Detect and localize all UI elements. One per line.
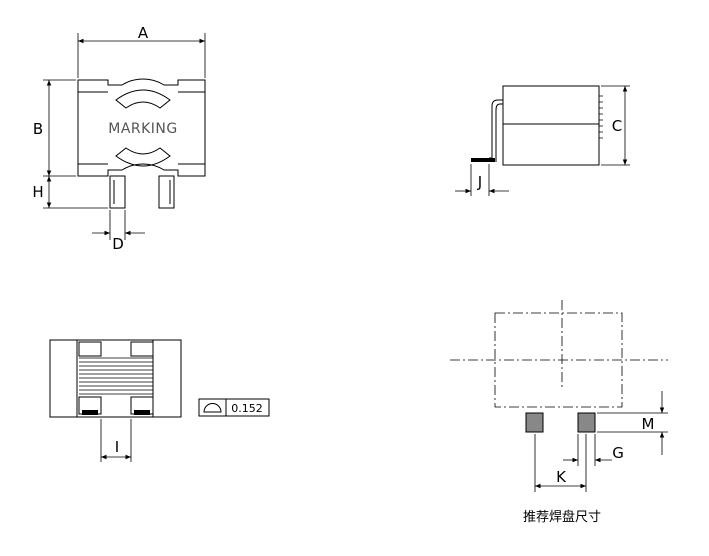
winding-stripes xyxy=(79,357,153,395)
front-view: 0.152 I xyxy=(49,339,270,462)
dim-b-extension xyxy=(43,79,76,177)
side-body xyxy=(502,85,600,166)
profile-of-surface-icon xyxy=(203,403,222,413)
label-c: C xyxy=(612,117,622,135)
lead-foot xyxy=(471,158,495,162)
front-body xyxy=(49,339,182,418)
tolerance-value: 0.152 xyxy=(231,402,263,415)
front-top-right-tab xyxy=(130,341,154,357)
front-pad-left xyxy=(82,410,98,415)
terminal-inner-lines xyxy=(113,180,171,204)
terminal-right xyxy=(158,175,175,209)
label-d: D xyxy=(112,235,124,253)
front-pad-right xyxy=(134,410,150,415)
side-winding-ticks xyxy=(599,95,603,139)
top-view: MARKING A B H D xyxy=(32,24,206,253)
footprint-outline xyxy=(494,312,623,408)
lead-bend-inner xyxy=(495,103,503,162)
dim-m-extension xyxy=(597,412,668,433)
label-a: A xyxy=(138,24,149,42)
side-view: C J xyxy=(455,85,630,196)
flange-lines xyxy=(78,91,205,165)
footprint-caption: 推荐焊盘尺寸 xyxy=(523,509,601,525)
label-h: H xyxy=(32,183,43,201)
top-notch xyxy=(115,89,171,109)
label-i: I xyxy=(115,438,119,456)
marking-text: MARKING xyxy=(108,121,178,137)
top-view-outline xyxy=(77,78,206,177)
terminal-left xyxy=(109,175,126,209)
lead-bend-outer xyxy=(489,99,503,159)
label-j: J xyxy=(477,173,482,191)
footprint-view: M G K 推荐焊盘尺寸 xyxy=(450,300,668,525)
label-k: K xyxy=(556,468,567,486)
bottom-notch xyxy=(115,147,171,167)
dim-g-extension xyxy=(577,434,596,466)
front-top-left-tab xyxy=(78,341,102,357)
label-g: G xyxy=(612,444,624,462)
dim-k-extension xyxy=(534,434,587,492)
label-m: M xyxy=(642,415,655,433)
pad-right xyxy=(577,412,596,433)
front-flange-lines xyxy=(76,340,154,417)
tolerance-box xyxy=(198,398,270,417)
pad-left xyxy=(525,412,544,433)
label-b: B xyxy=(33,120,43,138)
